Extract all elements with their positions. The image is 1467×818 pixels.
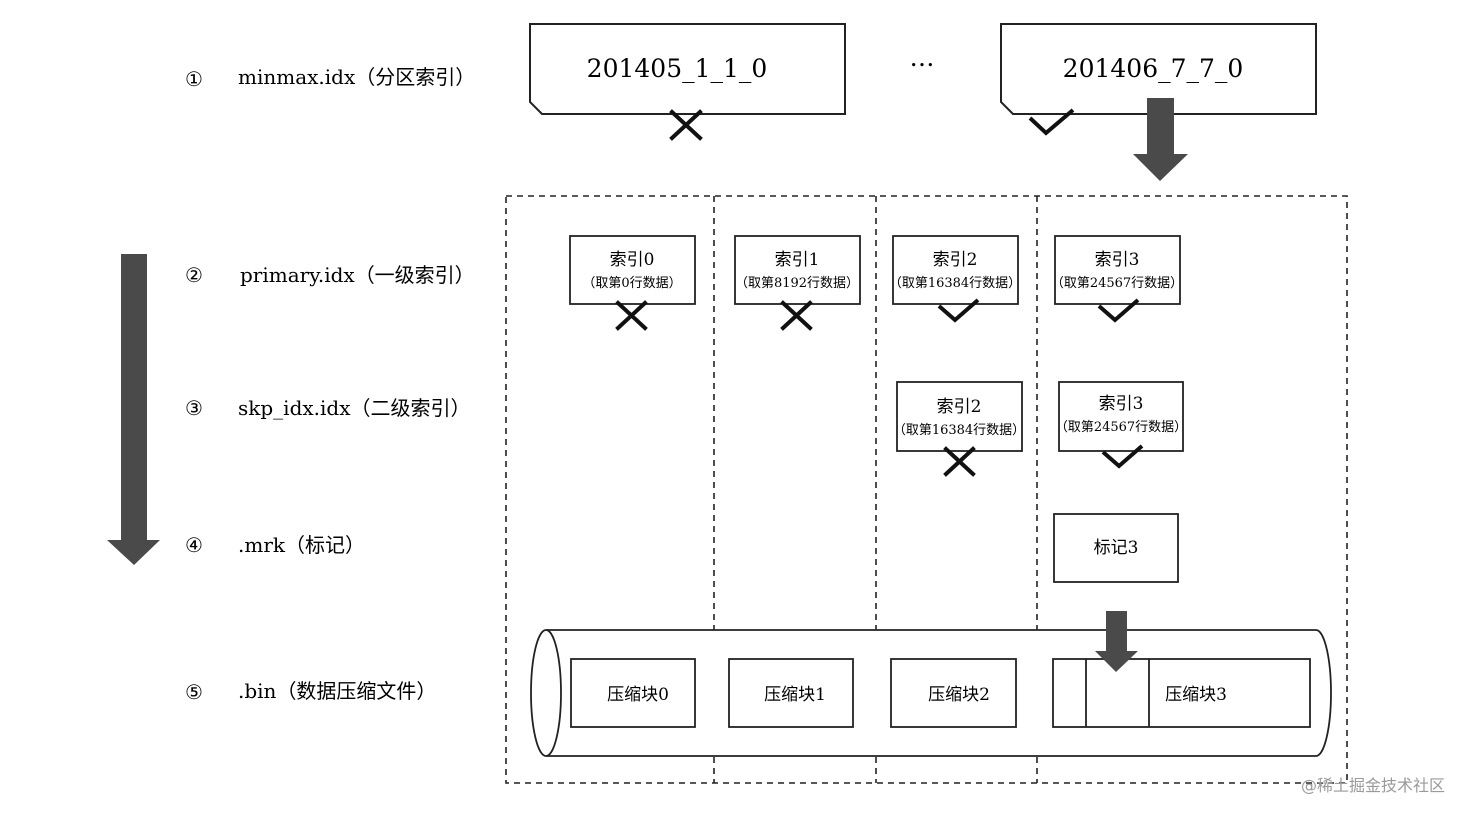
- compressed-block-3-box: [1052, 658, 1311, 728]
- row-5-number: ⑤: [185, 680, 203, 704]
- primary-index-0: 索引0 （取第0行数据）: [569, 235, 696, 331]
- partition-right-check-icon: [1028, 108, 1075, 136]
- primary-index-0-sub: （取第0行数据）: [582, 276, 681, 291]
- primary-index-3-box: [1054, 235, 1181, 305]
- primary-index-0-title: 索引0: [610, 250, 655, 270]
- skip-index-3-title: 索引3: [1099, 394, 1144, 414]
- partition-right: 201406_7_7_0: [1000, 23, 1317, 181]
- partition-left-box: [529, 23, 846, 115]
- row-4-label: .mrk（标记）: [238, 533, 365, 557]
- row-2-number: ②: [185, 263, 203, 287]
- row-3-number: ③: [185, 396, 203, 420]
- skip-index-3-sub: （取第24567行数据）: [1055, 420, 1187, 435]
- row-labels: ① minmax.idx（分区索引） ② primary.idx（一级索引） ③…: [185, 65, 475, 704]
- primary-index-1-box: [734, 235, 861, 305]
- partition-to-index-arrow: [1133, 98, 1188, 181]
- row-5-label: .bin（数据压缩文件）: [238, 679, 436, 703]
- row-1-label: minmax.idx（分区索引）: [238, 65, 475, 89]
- primary-index-1-cross-icon: [780, 300, 813, 331]
- compressed-block-0: 压缩块0: [570, 658, 696, 728]
- row-3-label: skp_idx.idx（二级索引）: [238, 396, 471, 420]
- primary-index-3-sub: （取第24567行数据）: [1051, 276, 1183, 291]
- partition-ellipsis: …: [910, 43, 935, 72]
- compressed-block-3: 压缩块3: [1052, 658, 1311, 728]
- primary-index-0-cross-icon: [615, 300, 648, 331]
- partition-left: 201405_1_1_0: [529, 23, 846, 141]
- primary-index-3-title: 索引3: [1095, 250, 1140, 270]
- skip-index-2-box: [896, 381, 1023, 452]
- skip-index-2-title: 索引2: [937, 397, 982, 417]
- row-2-label: primary.idx（一级索引）: [240, 263, 475, 287]
- compressed-block-2: 压缩块2: [890, 658, 1017, 728]
- compressed-block-1: 压缩块1: [728, 658, 854, 728]
- compressed-block-0-label: 压缩块0: [607, 685, 669, 705]
- primary-index-1-title: 索引1: [775, 250, 820, 270]
- watermark: @稀土掘金技术社区: [1300, 776, 1445, 795]
- flow-down-arrow: [107, 254, 160, 565]
- mark-3-box: [1053, 513, 1179, 583]
- primary-index-2-title: 索引2: [933, 250, 978, 270]
- primary-index-2-check-icon: [937, 298, 980, 323]
- partition-left-name: 201405_1_1_0: [587, 54, 768, 83]
- primary-index-2-sub: （取第16384行数据）: [889, 276, 1021, 291]
- row-1-number: ①: [185, 67, 203, 91]
- compressed-block-2-label: 压缩块2: [928, 685, 990, 705]
- mark-3: 标记3: [1053, 513, 1179, 583]
- row-4-number: ④: [185, 533, 203, 557]
- bin-file-cylinder-end: [530, 629, 562, 757]
- skip-index-2-sub: （取第16384行数据）: [893, 423, 1025, 438]
- primary-index-1-sub: （取第8192行数据）: [735, 276, 859, 291]
- skip-index-3-box: [1058, 381, 1184, 452]
- mark-to-block-arrow: [1095, 611, 1138, 672]
- compressed-block-0-box: [570, 658, 696, 728]
- skip-index-2: 索引2 （取第16384行数据）: [893, 381, 1025, 477]
- compressed-block-2-box: [890, 658, 1017, 728]
- primary-index-1: 索引1 （取第8192行数据）: [734, 235, 861, 331]
- partition-right-name: 201406_7_7_0: [1063, 54, 1244, 83]
- skip-index-3-check-icon: [1101, 444, 1144, 469]
- primary-index-3-check-icon: [1097, 298, 1140, 323]
- primary-index-2-box: [892, 235, 1019, 305]
- primary-index-0-box: [569, 235, 696, 305]
- compressed-block-1-label: 压缩块1: [764, 685, 826, 705]
- compressed-block-1-box: [728, 658, 854, 728]
- granule-grid-border: [505, 195, 1348, 784]
- compressed-block-3-label: 压缩块3: [1165, 685, 1227, 705]
- primary-index-3: 索引3 （取第24567行数据）: [1051, 235, 1183, 323]
- mark-3-label: 标记3: [1094, 538, 1139, 558]
- partition-left-cross-icon: [669, 109, 703, 141]
- skip-index-2-cross-icon: [943, 446, 976, 477]
- skip-index-3: 索引3 （取第24567行数据）: [1055, 381, 1187, 469]
- primary-index-2: 索引2 （取第16384行数据）: [889, 235, 1021, 323]
